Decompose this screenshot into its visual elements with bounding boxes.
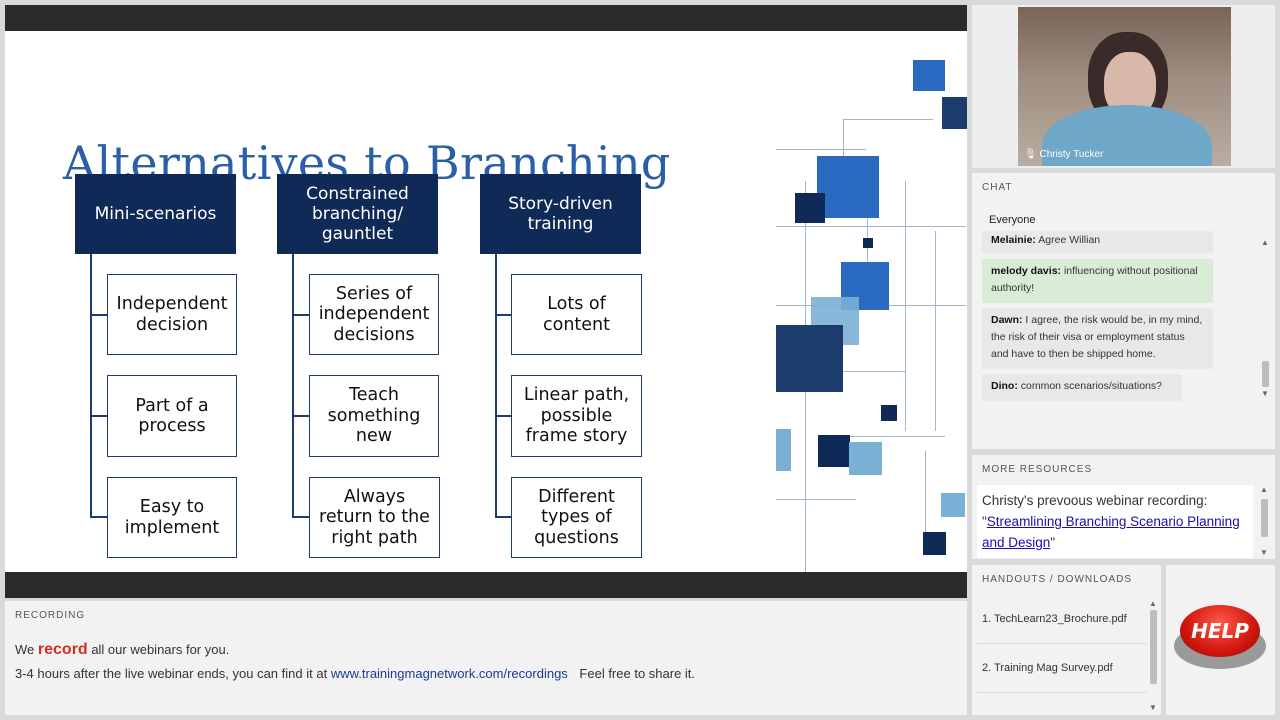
record-emphasis: record [37,641,88,658]
presenter-video[interactable]: 🎙︎ Christy Tucker [1018,7,1231,166]
recordings-link[interactable]: www.trainingmagnetwork.com/recordings [330,666,568,681]
connector-line [495,516,512,518]
column-header-mini-scenarios: Mini-scenarios [75,174,236,254]
recording-line-1: We record all our webinars for you. [15,641,230,658]
recording-heading: RECORDING [15,610,86,621]
scroll-up-icon[interactable]: ▲ [1261,238,1269,247]
connector-line [495,415,512,417]
connector-line [292,516,309,518]
connector-line [90,516,107,518]
help-pod: HELP [1166,565,1275,715]
scrollbar-thumb[interactable] [1261,499,1268,537]
handout-file-item[interactable]: 1. TechLearn23_Brochure.pdf [982,613,1127,625]
chat-message: Dawn: I agree, the risk would be, in my … [982,308,1213,369]
presenter-name-label: 🎙︎ Christy Tucker [1024,149,1104,160]
resources-scrollbar[interactable]: ▲ ▼ [1259,485,1269,559]
video-pod: 🎙︎ Christy Tucker [972,5,1275,168]
scroll-down-icon[interactable]: ▼ [1260,548,1268,557]
recording-line-2: 3-4 hours after the live webinar ends, y… [15,666,696,681]
chat-message: Dino: common scenarios/situations? [982,374,1182,401]
chat-message: melody davis: influencing without positi… [982,259,1213,303]
chat-pod: CHAT Everyone Melainie: Agree Willian me… [972,173,1275,449]
connector-line [90,314,107,316]
handouts-scrollbar[interactable]: ▲ ▼ [1148,599,1158,714]
handouts-heading: HANDOUTS / DOWNLOADS [982,574,1133,585]
handout-file-item[interactable]: 2. Training Mag Survey.pdf [982,662,1113,674]
resources-text: Christy's prevoous webinar recording: "S… [982,493,1240,550]
scroll-down-icon[interactable]: ▼ [1149,703,1157,712]
handouts-pod: HANDOUTS / DOWNLOADS 1. TechLearn23_Broc… [972,565,1161,715]
resources-heading: MORE RESOURCES [982,464,1093,475]
chat-scrollbar[interactable]: ▲ ▼ [1260,238,1270,398]
connector-line [292,314,309,316]
scrollbar-thumb[interactable] [1262,361,1269,387]
slide-canvas: Alternatives to Branching Mini-scenarios… [5,31,967,572]
help-button-label: HELP [1191,619,1249,643]
chat-heading: CHAT [982,182,1013,193]
connector-line [495,254,497,518]
recording-pod: RECORDING We record all our webinars for… [5,601,967,715]
scrollbar-thumb[interactable] [1150,610,1157,684]
resources-pod: MORE RESOURCES Christy's prevoous webina… [972,455,1275,559]
microphone-icon: 🎙︎ [1024,149,1037,160]
connector-line [90,254,92,518]
chat-message: Melainie: Agree Willian [982,231,1213,253]
divider [977,643,1147,644]
scroll-down-icon[interactable]: ▼ [1261,389,1269,398]
webinar-recording-link[interactable]: Streamlining Branching Scenario Planning… [982,514,1240,550]
chat-audience-tab[interactable]: Everyone [989,214,1036,226]
resources-content: Christy's prevoous webinar recording: "S… [977,485,1253,558]
connector-line [90,415,107,417]
slide-pod: Alternatives to Branching Mini-scenarios… [5,5,967,598]
presenter-shirt [1042,105,1212,166]
connector-line [495,314,512,316]
connector-line [292,415,309,417]
scroll-up-icon[interactable]: ▲ [1149,599,1157,608]
divider [977,692,1147,693]
scroll-up-icon[interactable]: ▲ [1260,485,1268,494]
help-button[interactable]: HELP [1180,605,1260,657]
connector-line [292,254,294,518]
